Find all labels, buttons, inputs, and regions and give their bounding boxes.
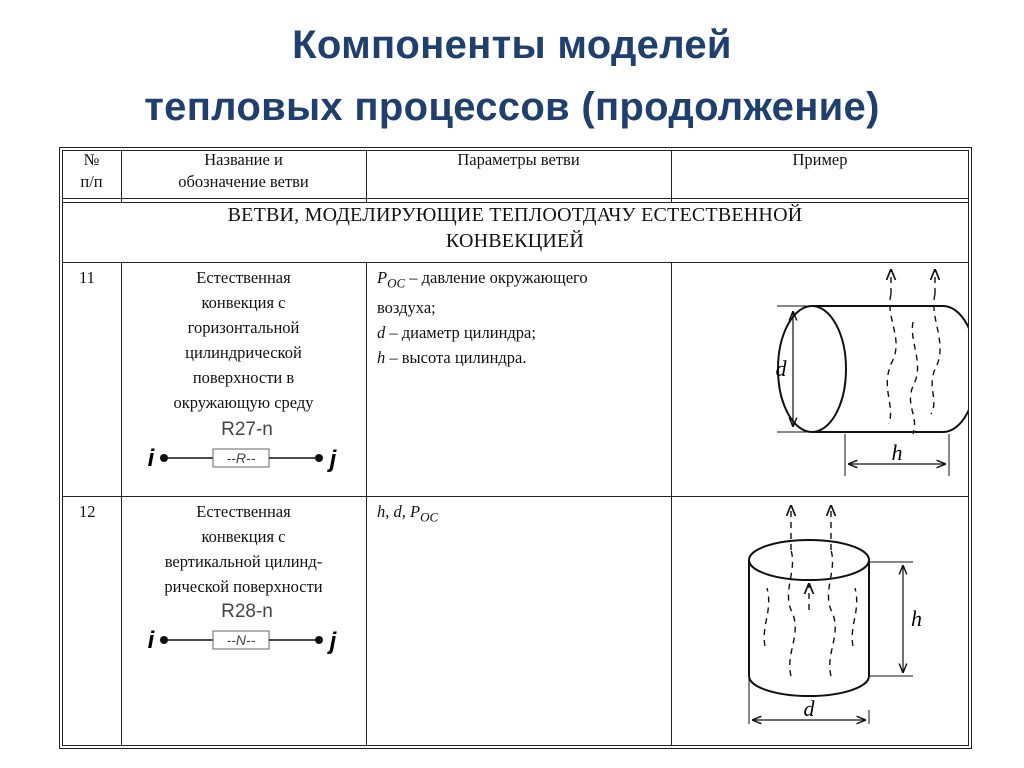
section-heading-line-2: КОНВЕКЦИЕЙ: [445, 230, 585, 252]
cylinder-bottom-face: [748, 675, 870, 697]
node-j-dot: [315, 636, 323, 644]
convection-flow-line: [851, 587, 858, 647]
branch-name-line: конвекция с: [201, 293, 286, 312]
col-divider: [671, 262, 672, 746]
horizontal-cylinder-figure: d h: [776, 264, 968, 476]
row-number: 12: [79, 502, 96, 521]
branch-name-line: вертикальной цилинд-: [164, 552, 323, 571]
param-p-desc: – давление окружающего: [405, 268, 588, 287]
params-list: h, d, P: [377, 502, 421, 521]
params-subscript: OC: [420, 509, 439, 525]
branch-name-line: Естественная: [196, 502, 291, 521]
col-divider: [366, 262, 367, 746]
header-name-line-2: обозначение ветви: [178, 172, 309, 191]
col-divider: [121, 150, 122, 202]
convection-flow-lines: [886, 270, 941, 435]
components-table: № п/п Название и обозначение ветви Парам…: [59, 147, 972, 749]
node-j: j: [327, 628, 338, 655]
cylinder-front-face: [777, 305, 847, 433]
diameter-label: d: [776, 356, 788, 381]
branch-name-line: рической поверхности: [164, 577, 323, 596]
node-j-dot: [315, 454, 323, 462]
header-name: Название и обозначение ветви: [121, 149, 366, 193]
param-h-symbol: h: [377, 348, 386, 368]
param-d-desc: – диаметр цилиндра;: [385, 323, 536, 343]
cylinder-top-face: [748, 539, 870, 581]
branch-name: Естественная конвекция с вертикальной ци…: [121, 499, 366, 599]
branch-name-line: горизонтальной: [187, 318, 300, 337]
param-h-line: h – высота цилиндра.: [377, 345, 667, 370]
table-frame-inner: [62, 150, 969, 746]
convection-flow-line: [909, 321, 919, 435]
branch-params: h, d, POC: [377, 499, 667, 529]
header-example: Пример: [792, 150, 848, 169]
convection-flow-line: [886, 293, 897, 425]
col-divider: [366, 150, 367, 202]
element-label: R28-n: [221, 601, 273, 622]
header-number: № п/п: [62, 149, 121, 193]
element-label: R27-n: [221, 419, 273, 440]
height-label: h: [911, 606, 922, 631]
convection-flow-lines: [763, 506, 858, 677]
node-i: i: [148, 445, 156, 472]
header-divider: [62, 198, 969, 199]
element-symbol: --N--: [227, 632, 256, 648]
row-number: 11: [79, 268, 95, 287]
col-divider: [121, 262, 122, 746]
branch-name-line: Естественная: [196, 268, 291, 287]
convection-flow-line: [930, 293, 941, 415]
param-d-symbol: d: [377, 323, 386, 343]
slide-title-line-2: тепловых процессов (продолжение): [144, 85, 880, 129]
section-heading-line-1: ВЕТВИ, МОДЕЛИРУЮЩИЕ ТЕПЛООТДАЧУ ЕСТЕСТВЕ…: [227, 204, 803, 226]
slide-title-line-1: Компоненты моделей: [292, 23, 732, 67]
header-name-line-1: Название и: [204, 150, 283, 169]
table-frame: [59, 147, 972, 749]
branch-name-line: цилиндрической: [185, 343, 302, 362]
param-p-desc-cont: воздуха;: [377, 298, 436, 318]
param-h-desc: – высота цилиндра.: [385, 348, 527, 368]
branch-name-line: конвекция с: [201, 527, 286, 546]
slide-title: Компоненты моделей тепловых процессов (п…: [0, 14, 1024, 138]
branch-r27-symbol: R27-n i --R-- j: [148, 419, 338, 473]
branch-name: Естественная конвекция с горизонтальной …: [121, 265, 366, 415]
branch-params: POC – давление окружающего воздуха; d – …: [377, 265, 667, 370]
param-p-subscript: OC: [387, 275, 406, 291]
row-divider: [62, 262, 969, 263]
header-params: Параметры ветви: [457, 150, 580, 169]
param-d-line: d – диаметр цилиндра;: [377, 320, 667, 345]
header-number-line-2: п/п: [80, 172, 103, 191]
vertical-cylinder-figure: d h: [748, 498, 922, 744]
header-number-line-1: №: [83, 150, 100, 169]
section-heading: ВЕТВИ, МОДЕЛИРУЮЩИЕ ТЕПЛООТДАЧУ ЕСТЕСТВЕ…: [61, 202, 969, 254]
height-label: h: [892, 440, 903, 465]
param-p-line: POC – давление окружающего: [377, 265, 667, 295]
col-divider: [671, 150, 672, 202]
element-symbol: --R--: [227, 450, 256, 466]
header-divider: [62, 202, 969, 203]
convection-flow-line: [787, 549, 796, 677]
branch-r28-symbol: R28-n i --N-- j: [148, 601, 338, 655]
diameter-label: d: [804, 696, 816, 721]
convection-flow-line: [827, 549, 836, 677]
convection-flow-line: [763, 587, 770, 647]
node-i: i: [148, 627, 156, 654]
node-j: j: [327, 446, 338, 473]
branch-name-line: поверхности в: [192, 368, 295, 387]
branch-name-line: окружающую среду: [173, 393, 314, 412]
row-divider: [62, 496, 969, 497]
cylinder-back-face: [942, 305, 968, 433]
param-p-symbol: P: [377, 268, 388, 287]
